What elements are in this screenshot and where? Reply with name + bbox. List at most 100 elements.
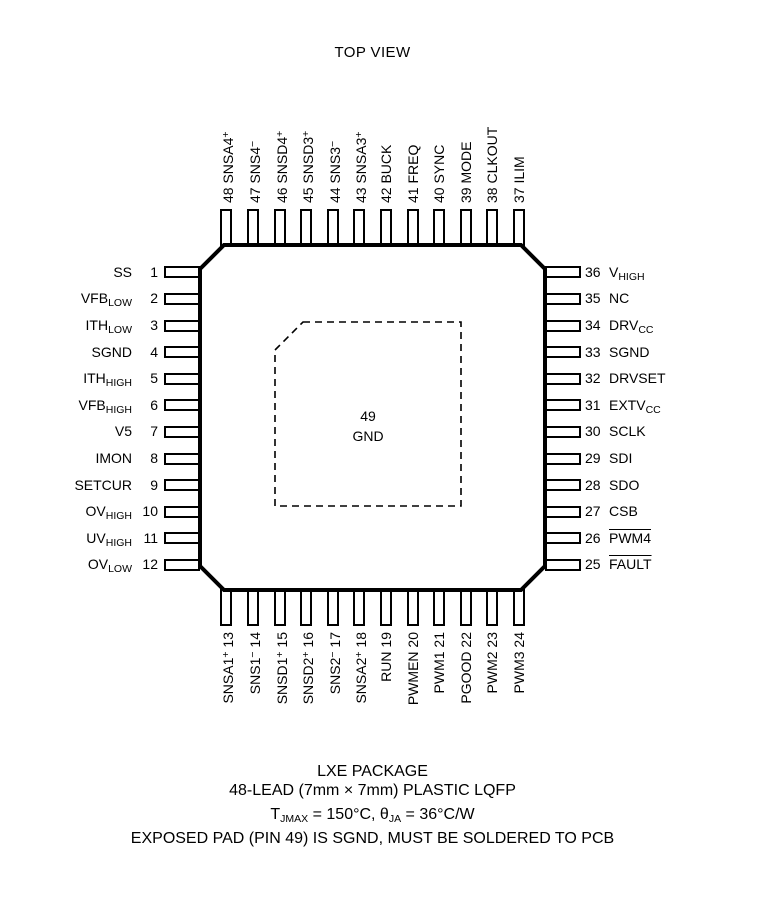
pin-name: MODE: [457, 141, 474, 184]
superscript: +: [273, 651, 286, 658]
pin-name: ITHLOW: [85, 317, 132, 336]
pin-name: EXTVCC: [609, 396, 661, 416]
superscript: +: [353, 651, 366, 658]
pin-28: [545, 479, 581, 492]
pin-number: 14: [246, 632, 263, 648]
pin-name: SNS3−: [326, 140, 343, 184]
pin-name: SNSA1+: [220, 651, 237, 704]
subscript: LOW: [108, 297, 132, 310]
pin-23: [486, 588, 499, 626]
pin-19: [379, 588, 392, 626]
superscript: +: [300, 130, 313, 137]
pin-number: 26: [585, 529, 601, 546]
pin-name: ITHHIGH: [83, 370, 132, 390]
pin-15: [273, 588, 286, 626]
pin-name: RUN: [377, 651, 394, 682]
pin-label-34: 34 DRVCC: [585, 317, 757, 336]
pin-number: 4: [150, 343, 158, 360]
pin-number: 8: [150, 450, 158, 466]
pin-number: 24: [510, 632, 527, 648]
pin-13: [220, 588, 233, 626]
pin-number: 47: [246, 187, 263, 203]
pin-label-15: SNSD1+ 15: [272, 632, 290, 762]
exposed-pad-text: 49 GND: [268, 406, 468, 446]
pin-label-7: V5 7: [33, 423, 158, 440]
pin-label-38: 38 CLKOUT: [484, 73, 500, 203]
pin-name: SGND: [91, 343, 132, 360]
pin-number: 33: [585, 343, 601, 360]
pin-12: [164, 558, 200, 571]
pin-number: 12: [142, 556, 158, 573]
pin-label-48: 48 SNSA4+: [218, 73, 236, 203]
pin-number: 29: [585, 450, 601, 466]
pin-number: 7: [150, 423, 158, 440]
pin-number: 43: [353, 187, 370, 203]
pin-name: PWM1: [431, 651, 448, 694]
pin-name: CLKOUT: [484, 126, 501, 184]
pin-number: 15: [273, 632, 290, 648]
subscript: HIGH: [618, 270, 645, 283]
pin-name: SYNC: [431, 144, 448, 184]
pin-label-29: 29 SDI: [585, 450, 757, 467]
pin-33: [545, 346, 581, 359]
pin-name: VHIGH: [609, 263, 645, 283]
pin-26: [545, 532, 581, 545]
pin-number: 21: [431, 632, 448, 648]
pin-name: SNS4−: [246, 140, 263, 184]
pin-39: [459, 209, 472, 247]
pin-47: [246, 209, 259, 247]
pin-name: V5: [114, 423, 132, 440]
pin-label-14: SNS1− 14: [245, 632, 263, 762]
superscript: +: [220, 651, 233, 658]
pin-number: 18: [353, 632, 370, 648]
pin-number: 39: [457, 187, 474, 203]
pin-label-24: PWM3 24: [511, 632, 527, 762]
page-title: TOP VIEW: [334, 44, 411, 61]
pin-label-23: PWM2 23: [484, 632, 500, 762]
pin-name: FAULT: [609, 556, 652, 573]
pin-number: 13: [220, 632, 237, 648]
pin-38: [486, 209, 499, 247]
subscript: HIGH: [105, 536, 132, 549]
subscript: CC: [645, 403, 661, 416]
pin-22: [459, 588, 472, 626]
pin-name: OVHIGH: [85, 503, 132, 523]
pin-3: [164, 319, 200, 332]
pin-name: DRVCC: [609, 317, 654, 336]
pin-label-17: SNS2− 17: [325, 632, 343, 762]
pin-name: SETCUR: [74, 476, 132, 493]
pin-label-21: PWM1 21: [431, 632, 447, 762]
pin-number: 46: [273, 187, 290, 203]
pin-number: 23: [484, 632, 501, 648]
footer-notes: LXE PACKAGE 48-LEAD (7mm × 7mm) PLASTIC …: [0, 762, 745, 848]
pin-name: IMON: [95, 450, 132, 466]
pin-name: SDI: [609, 450, 633, 466]
pin-name: OVLOW: [87, 556, 132, 576]
pin-5: [164, 372, 200, 385]
pad-number: 49: [360, 408, 376, 424]
pin-label-37: 37 ILIM: [511, 73, 527, 203]
superscript: +: [220, 131, 233, 138]
superscript: +: [273, 130, 286, 137]
subscript: JA: [388, 813, 402, 825]
pin-number: 2: [150, 290, 158, 307]
pin-20: [406, 588, 419, 626]
pin-name: ILIM: [510, 156, 527, 184]
pin-number: 9: [150, 476, 158, 493]
pin-number: 5: [150, 370, 158, 387]
pin-label-4: SGND 4: [33, 344, 158, 361]
subscript: HIGH: [105, 377, 132, 390]
pin-label-19: RUN 19: [378, 632, 394, 762]
pin-label-43: 43 SNSA3+: [351, 73, 370, 203]
pin-number: 34: [585, 317, 601, 333]
